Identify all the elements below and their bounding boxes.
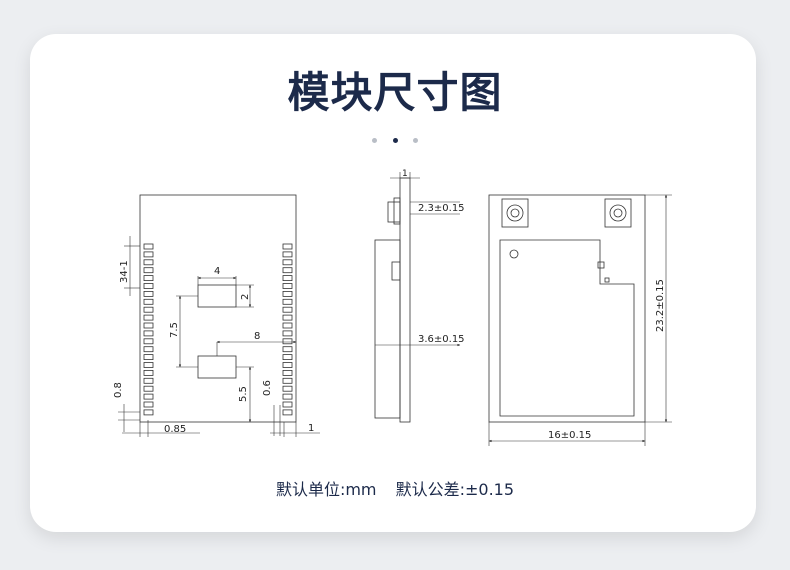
content-card bbox=[30, 34, 756, 532]
right-pad bbox=[282, 322, 293, 329]
carousel-indicator bbox=[0, 128, 790, 147]
left-pad bbox=[143, 306, 154, 313]
front-view bbox=[118, 194, 320, 437]
dim-7-5-label: 7.5 bbox=[169, 322, 180, 338]
back-shield-outline bbox=[499, 239, 635, 417]
right-pad bbox=[282, 306, 293, 313]
left-pad bbox=[143, 259, 154, 266]
side-shield bbox=[374, 239, 401, 419]
right-pad bbox=[282, 401, 293, 408]
left-pad bbox=[143, 338, 154, 345]
left-pad bbox=[143, 354, 154, 361]
right-pad bbox=[282, 243, 293, 250]
dim-8-label: 8 bbox=[254, 331, 260, 342]
right-pad bbox=[282, 259, 293, 266]
dim-5-5-label: 5.5 bbox=[238, 386, 249, 402]
left-pad bbox=[143, 298, 154, 305]
left-pad bbox=[143, 362, 154, 368]
left-pad bbox=[143, 243, 154, 250]
right-pad bbox=[282, 409, 293, 416]
left-pad bbox=[143, 283, 154, 289]
front-board-outline bbox=[139, 194, 297, 423]
left-pad bbox=[143, 330, 154, 337]
carousel-dot-1[interactable] bbox=[372, 138, 378, 143]
right-pad bbox=[282, 385, 293, 392]
default-unit-text: 默认单位:mm bbox=[275, 480, 377, 499]
dim-chip-height-label: 2 bbox=[240, 294, 251, 300]
left-pad bbox=[143, 275, 154, 282]
dim-pitch-label: 34-1 bbox=[119, 260, 130, 283]
left-pad bbox=[143, 401, 154, 408]
right-pad bbox=[282, 362, 293, 368]
carousel-dot-3[interactable] bbox=[412, 138, 418, 143]
right-pad bbox=[282, 330, 293, 337]
left-pad bbox=[143, 267, 154, 274]
default-tolerance-text: 默认公差:±0.15 bbox=[395, 480, 515, 499]
left-pad bbox=[143, 346, 154, 353]
left-pad bbox=[143, 393, 154, 400]
side-component bbox=[391, 261, 401, 281]
left-pad-row bbox=[143, 243, 154, 416]
left-pad bbox=[143, 314, 154, 321]
dim-chip-width-label: 4 bbox=[214, 266, 220, 277]
right-pad-row bbox=[282, 243, 293, 416]
back-view bbox=[488, 194, 672, 446]
right-pad bbox=[282, 251, 293, 258]
dim-back-height-label: 23.2±0.15 bbox=[655, 279, 666, 332]
right-pad bbox=[282, 267, 293, 274]
right-pad bbox=[282, 338, 293, 345]
chip-lower bbox=[197, 355, 237, 379]
dim-0-85-label: 0.85 bbox=[164, 424, 186, 435]
dim-side-3-6-label: 3.6±0.15 bbox=[418, 334, 465, 345]
footer-note: 默认单位:mm 默认公差:±0.15 bbox=[0, 476, 790, 500]
dim-back-width-label: 16±0.15 bbox=[548, 430, 591, 441]
dim-0-8-label: 0.8 bbox=[113, 382, 124, 398]
carousel-dot-2[interactable] bbox=[392, 138, 398, 143]
side-view bbox=[374, 172, 461, 423]
right-pad bbox=[282, 298, 293, 305]
right-pad bbox=[282, 290, 293, 297]
right-pad bbox=[282, 314, 293, 321]
left-pad bbox=[143, 385, 154, 392]
side-connector-base bbox=[393, 197, 401, 225]
right-pad bbox=[282, 354, 293, 361]
left-pad bbox=[143, 322, 154, 329]
dim-0-6-label: 0.6 bbox=[262, 380, 273, 396]
dim-1-label: 1 bbox=[308, 423, 314, 434]
right-pad bbox=[282, 369, 293, 376]
right-pad bbox=[282, 283, 293, 289]
right-pad bbox=[282, 275, 293, 282]
left-pad bbox=[143, 377, 154, 384]
antenna-connector-left bbox=[501, 198, 529, 228]
right-pad bbox=[282, 346, 293, 353]
left-pad bbox=[143, 369, 154, 376]
dim-side-top-label: 1 bbox=[402, 169, 408, 179]
page-title: 模块尺寸图 bbox=[287, 68, 503, 117]
left-pad bbox=[143, 409, 154, 416]
dim-side-2-3-label: 2.3±0.15 bbox=[418, 203, 465, 214]
chip-upper bbox=[197, 284, 237, 308]
right-pad bbox=[282, 393, 293, 400]
back-board-outline bbox=[488, 194, 646, 423]
left-pad bbox=[143, 290, 154, 297]
antenna-connector-right bbox=[604, 198, 632, 228]
left-pad bbox=[143, 251, 154, 258]
side-pcb bbox=[399, 177, 411, 423]
right-pad bbox=[282, 377, 293, 384]
